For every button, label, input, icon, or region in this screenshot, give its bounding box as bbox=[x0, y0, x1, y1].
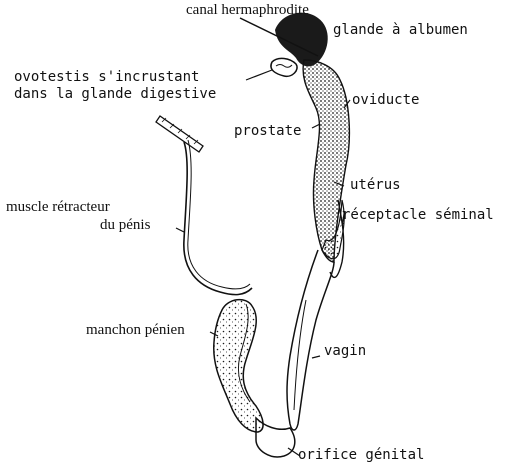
retractor-muscle bbox=[184, 142, 252, 295]
label-canal-hermaphrodite: canal hermaphrodite bbox=[186, 3, 309, 19]
ovotestis-leader bbox=[246, 70, 272, 80]
ovotestis-shape bbox=[271, 58, 297, 76]
label-glande-albumen: glande à albumen bbox=[333, 23, 468, 38]
label-ovotestis-1: ovotestis s'incrustant bbox=[14, 70, 199, 85]
label-oviducte: oviducte bbox=[352, 93, 419, 108]
label-orifice: orifice génital bbox=[298, 448, 424, 463]
label-muscle-1: muscle rétracteur bbox=[6, 200, 110, 216]
label-prostate: prostate bbox=[234, 124, 301, 139]
label-muscle-2: du pénis bbox=[100, 218, 150, 234]
label-vagin: vagin bbox=[324, 344, 366, 359]
label-manchon: manchon pénien bbox=[86, 323, 185, 339]
label-receptacle: réceptacle séminal bbox=[342, 208, 494, 223]
label-ovotestis-2: dans la glande digestive bbox=[14, 87, 216, 102]
muscle-leader bbox=[176, 228, 184, 232]
vagin-leader bbox=[312, 356, 320, 358]
label-uterus: utérus bbox=[350, 178, 401, 193]
